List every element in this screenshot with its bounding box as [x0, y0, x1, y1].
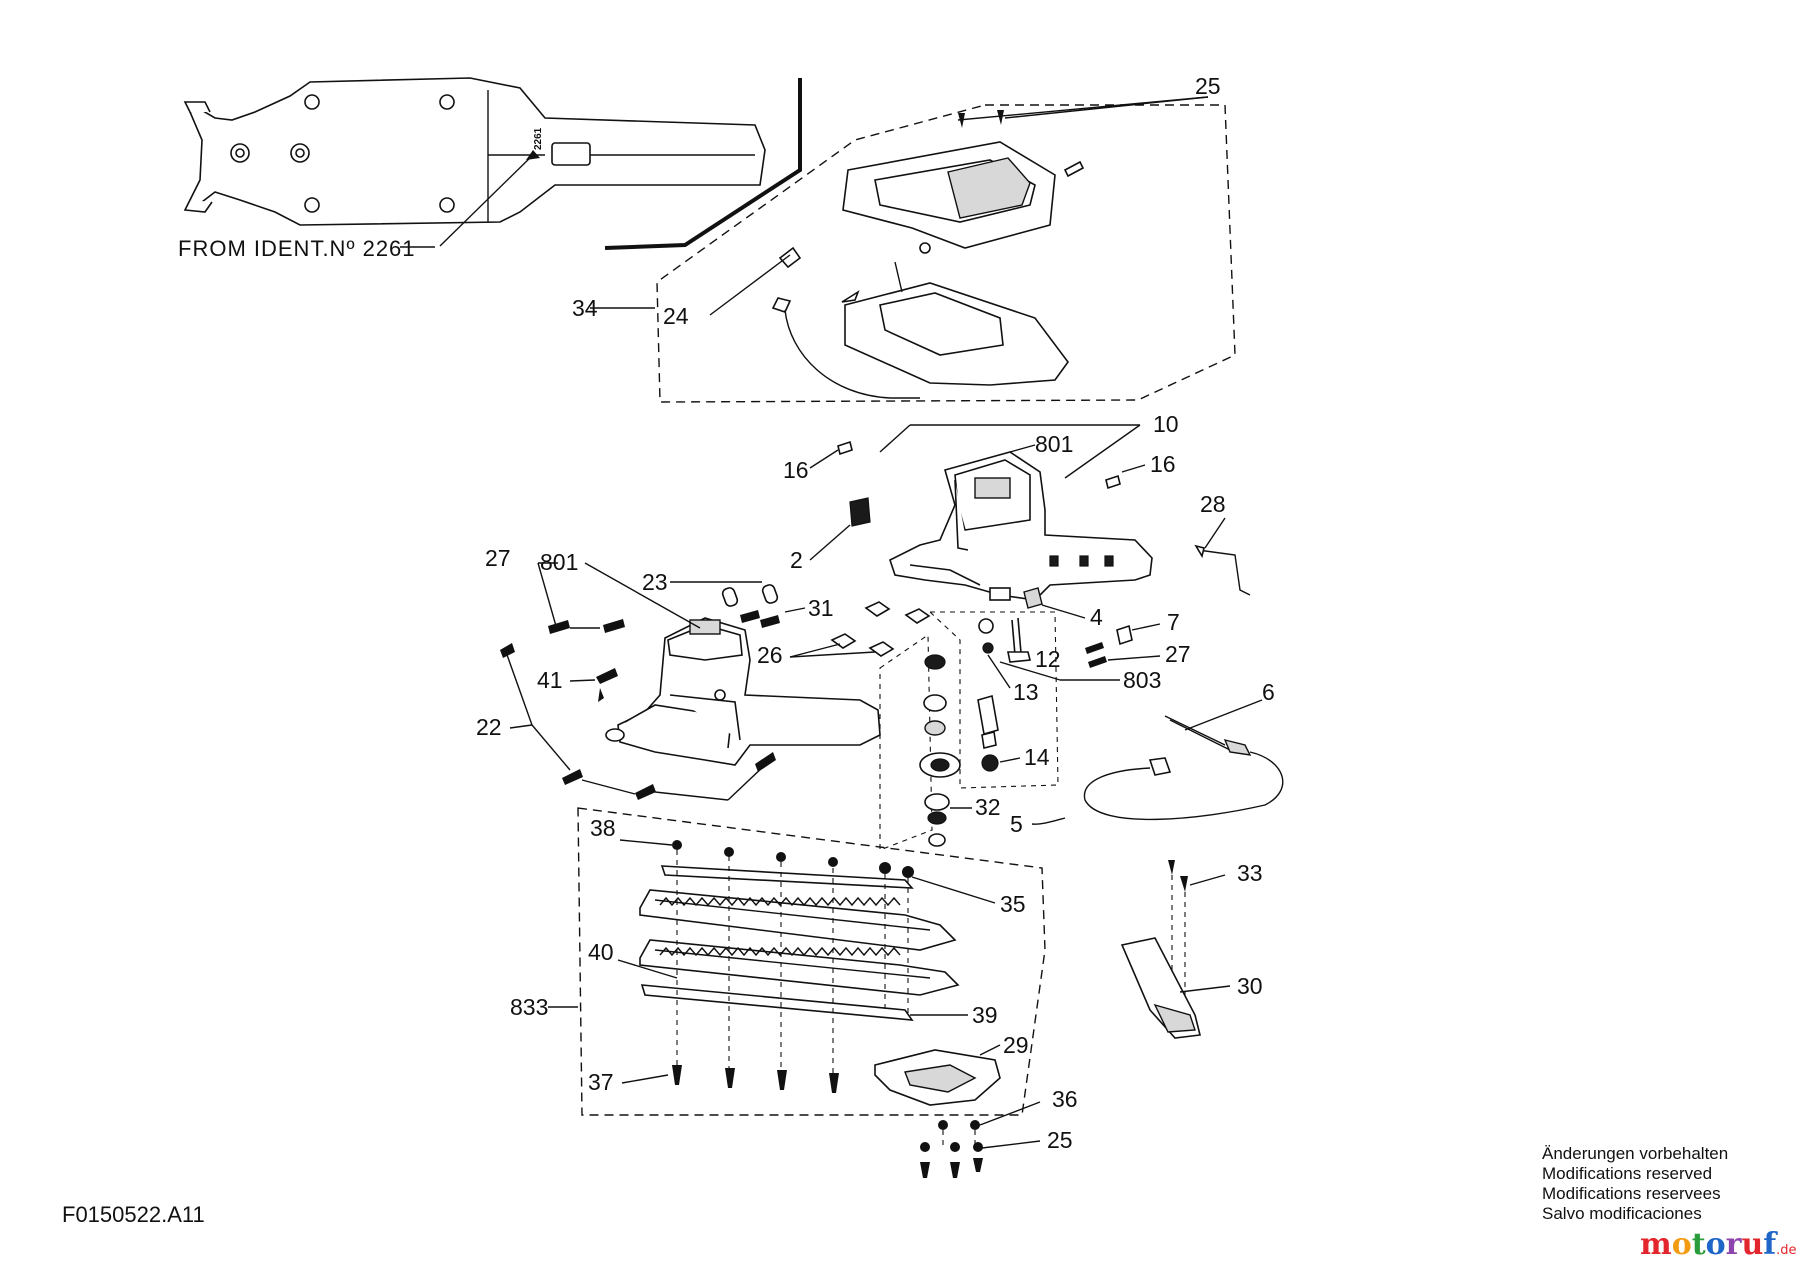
part-label: 6: [1262, 679, 1275, 705]
part-label: 12: [1035, 646, 1061, 672]
switch-housing-group: [590, 96, 1236, 403]
disclaimer-line: Modifications reserved: [1542, 1164, 1712, 1183]
part-label: 22: [476, 714, 502, 740]
part-label: 13: [1013, 679, 1039, 705]
part-label: 28: [1200, 491, 1226, 517]
motor-housing-right: [889, 444, 1153, 601]
disclaimer-line: Salvo modificaciones: [1542, 1204, 1702, 1223]
part-label: 40: [588, 939, 614, 965]
small-parts: [670, 424, 1251, 851]
part-label: 16: [783, 457, 809, 483]
part-label: 29: [1003, 1032, 1029, 1058]
part-labels: 25 34 24 801 10 16 16 28 2 27 801 23 31 …: [476, 73, 1275, 1153]
part-label: 801: [1035, 431, 1073, 457]
disclaimer-line: Modifications reservees: [1542, 1184, 1721, 1203]
part-label: 38: [590, 815, 616, 841]
part-label: 24: [663, 303, 689, 329]
part-label: 25: [1047, 1127, 1073, 1153]
part-label: 801: [540, 549, 578, 575]
disclaimer-line: Änderungen vorbehalten: [1542, 1144, 1728, 1163]
part-label: 34: [572, 295, 598, 321]
part-label: 803: [1123, 667, 1161, 693]
part-label: 33: [1237, 860, 1263, 886]
guard-screws: [920, 1101, 1041, 1178]
part-label: 37: [588, 1069, 614, 1095]
drawing-code: F0150522.A11: [62, 1202, 205, 1227]
part-label: 2: [790, 547, 803, 573]
blade-cover: [1120, 860, 1231, 1039]
housing-screws: [500, 562, 776, 801]
part-label: 30: [1237, 973, 1263, 999]
blade-assembly: [548, 807, 1046, 1116]
part-label: 23: [642, 569, 668, 595]
part-label: 5: [1010, 811, 1023, 837]
disclaimer-block: Änderungen vorbehalten Modifications res…: [1542, 1144, 1728, 1223]
part-label: 35: [1000, 891, 1026, 917]
inset-housing-variant: 2261 FROM IDENT.Nº 2261: [178, 77, 802, 261]
motor-housing-left: [605, 617, 881, 766]
part-label: 26: [757, 642, 783, 668]
part-label: 31: [808, 595, 834, 621]
part-label: 41: [537, 667, 563, 693]
brand-logo: motoruf.de: [1640, 1227, 1797, 1262]
part-label: 36: [1052, 1086, 1078, 1112]
part-label: 39: [972, 1002, 998, 1028]
part-label: 14: [1024, 744, 1050, 770]
brand-wordmark: motoruf.de: [1640, 1227, 1797, 1262]
part-label: 7: [1167, 609, 1180, 635]
power-cord: [1031, 699, 1284, 825]
part-label: 32: [975, 794, 1001, 820]
ident-note: FROM IDENT.Nº 2261: [178, 236, 416, 261]
ident-stamp-text: 2261: [533, 127, 544, 150]
part-label: 833: [510, 994, 548, 1020]
part-label: 4: [1090, 604, 1103, 630]
part-label: 25: [1195, 73, 1221, 99]
part-label: 27: [1165, 641, 1191, 667]
part-label: 27: [485, 545, 511, 571]
part-label: 10: [1153, 411, 1179, 437]
part-label: 16: [1150, 451, 1176, 477]
